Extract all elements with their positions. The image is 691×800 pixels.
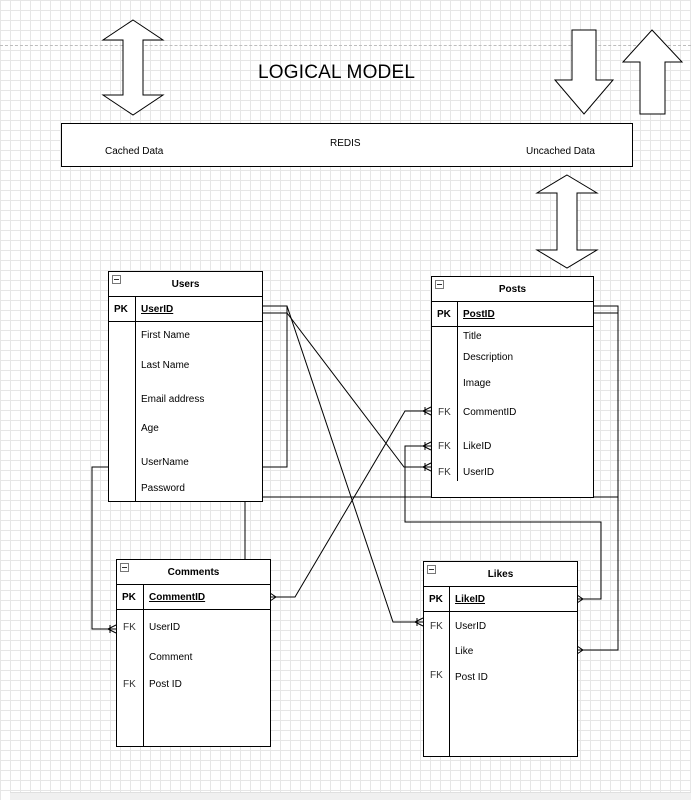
- relation-users-posts: [262, 312, 431, 468]
- pk-field: PostID: [463, 309, 495, 320]
- double-arrow-icon: [101, 19, 165, 116]
- field: First Name: [141, 330, 190, 341]
- field: UserID: [455, 621, 487, 632]
- entity-name: Users: [171, 279, 200, 290]
- field: Comment: [149, 652, 193, 663]
- fk-label: FK: [123, 679, 136, 690]
- entity-comments[interactable]: Comments PK CommentID FK UserID Comment …: [116, 559, 271, 747]
- primary-key-row: PK UserID: [109, 297, 262, 322]
- field: Image: [463, 378, 491, 389]
- fk-label: FK: [438, 467, 451, 478]
- pk-field: UserID: [141, 304, 174, 315]
- down-arrow-icon: [553, 29, 615, 115]
- uncached-data-label: Uncached Data: [526, 146, 595, 157]
- key-column: [117, 610, 144, 746]
- double-arrow-icon: [535, 174, 599, 269]
- horizontal-scrollbar[interactable]: [10, 792, 691, 800]
- fk-label: FK: [430, 621, 443, 632]
- field: Email address: [141, 394, 205, 405]
- collapse-icon[interactable]: [435, 280, 444, 289]
- collapse-icon[interactable]: [120, 563, 129, 572]
- field: UserName: [141, 457, 189, 468]
- diagram-title: LOGICAL MODEL: [258, 62, 416, 83]
- field: Title: [463, 331, 482, 342]
- entity-users[interactable]: Users PK UserID First Name Last Name Ema…: [108, 271, 263, 502]
- field: Post ID: [149, 679, 182, 690]
- pk-field: CommentID: [149, 592, 206, 603]
- field: Password: [141, 483, 185, 494]
- field: UserID: [463, 467, 495, 478]
- key-column: [424, 612, 450, 756]
- fk-label: FK: [430, 670, 443, 681]
- collapse-icon[interactable]: [112, 275, 121, 284]
- entity-posts[interactable]: Posts PK PostID Title Description Image …: [431, 276, 594, 498]
- field: Like: [455, 646, 474, 657]
- entity-likes[interactable]: Likes PK LikeID FK UserID Like FK Post I…: [423, 561, 578, 757]
- primary-key-row: PK LikeID: [424, 587, 577, 612]
- relation-likes-posts: [404, 445, 602, 600]
- entity-header: Users: [109, 272, 262, 297]
- fk-label: FK: [123, 622, 136, 633]
- pk-label: PK: [114, 304, 128, 315]
- key-column: [424, 587, 450, 611]
- field: Last Name: [141, 360, 190, 371]
- entity-header: Comments: [117, 560, 270, 585]
- redis-cache-box: [61, 123, 633, 167]
- page-top-divider: [0, 45, 691, 46]
- entity-name: Likes: [487, 569, 514, 580]
- field-list: First Name Last Name Email address Age U…: [109, 322, 262, 501]
- key-column: [117, 585, 144, 609]
- relation-users-likes: [262, 305, 423, 623]
- field: Description: [463, 352, 514, 363]
- key-column: [109, 297, 136, 321]
- field: LikeID: [463, 441, 492, 452]
- field-list: FK UserID Comment FK Post ID: [117, 610, 270, 746]
- pk-field: LikeID: [455, 594, 486, 605]
- fk-label: FK: [438, 407, 451, 418]
- key-column: [109, 322, 136, 501]
- up-arrow-icon: [621, 29, 684, 115]
- field: UserID: [149, 622, 181, 633]
- pk-label: PK: [437, 309, 451, 320]
- fk-label: FK: [438, 441, 451, 452]
- collapse-icon[interactable]: [427, 565, 436, 574]
- key-column: [432, 302, 458, 326]
- primary-key-row: PK PostID: [432, 302, 593, 327]
- pk-label: PK: [429, 594, 443, 605]
- field: Post ID: [455, 672, 488, 683]
- entity-name: Posts: [498, 284, 527, 295]
- relation-comments-posts: [270, 410, 431, 598]
- key-column: [432, 327, 458, 481]
- pk-label: PK: [122, 592, 136, 603]
- primary-key-row: PK CommentID: [117, 585, 270, 610]
- entity-header: Posts: [432, 277, 593, 302]
- field: Age: [141, 423, 159, 434]
- field-list: FK UserID Like FK Post ID: [424, 612, 577, 756]
- entity-name: Comments: [167, 567, 220, 578]
- field-list: Title Description Image FK CommentID FK …: [432, 327, 593, 489]
- entity-header: Likes: [424, 562, 577, 587]
- redis-label: REDIS: [330, 138, 361, 149]
- field: CommentID: [463, 407, 517, 418]
- cached-data-label: Cached Data: [105, 146, 164, 157]
